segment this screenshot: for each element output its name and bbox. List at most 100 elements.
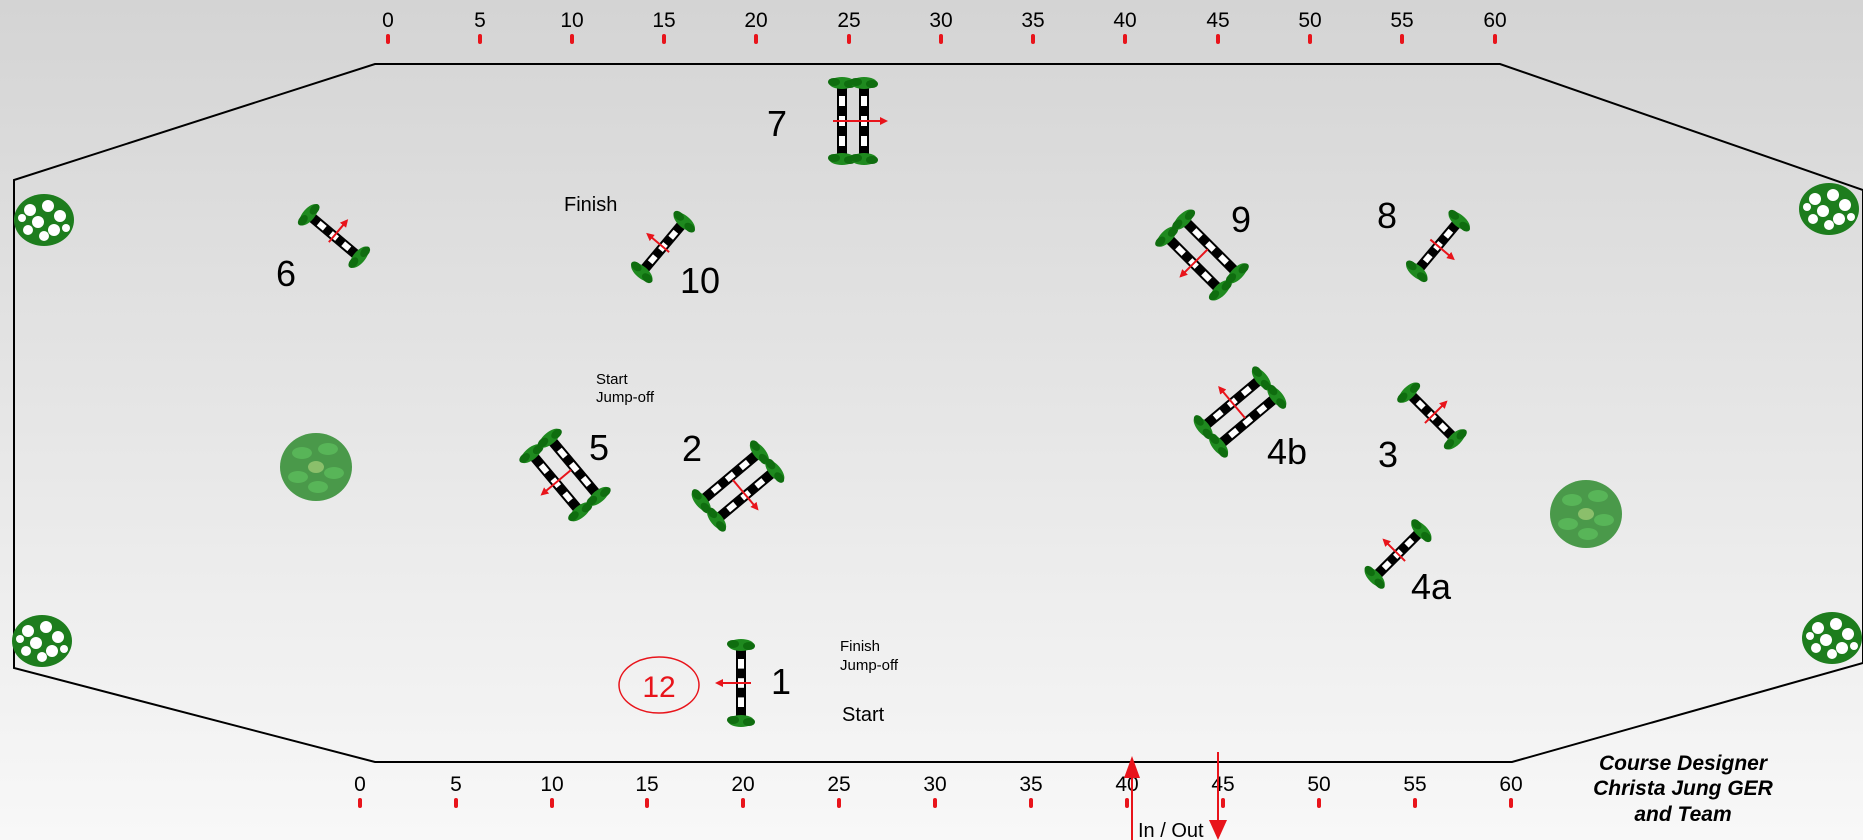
finish-jumpoff-label-line2: Jump-off <box>840 657 899 674</box>
credit-line-3: and Team <box>1634 803 1731 826</box>
jump-number-12: 12 <box>642 671 675 704</box>
in-out-label: In / Out <box>1138 820 1204 840</box>
corner-bush <box>1802 612 1862 664</box>
scale-top-label: 40 <box>1113 9 1136 32</box>
jump-number-2: 2 <box>682 428 702 469</box>
credit-line-2: Christa Jung GER <box>1593 777 1774 800</box>
scale-tick-mark <box>358 798 362 808</box>
scale-bottom-label: 55 <box>1403 773 1426 796</box>
scale-tick-mark <box>1509 798 1513 808</box>
scale-tick-mark <box>1216 34 1220 44</box>
scale-tick-mark <box>837 798 841 808</box>
scale-tick-mark <box>1221 798 1225 808</box>
scale-top-label: 35 <box>1021 9 1044 32</box>
jump-1 <box>715 639 755 727</box>
scale-bottom-label: 60 <box>1499 773 1522 796</box>
jump-6 <box>295 200 373 272</box>
start-label: Start <box>842 704 885 726</box>
scale-tick-mark <box>662 34 666 44</box>
jump-number-8: 8 <box>1377 195 1397 236</box>
jump-8 <box>1402 207 1474 285</box>
scale-top-label: 20 <box>744 9 767 32</box>
scale-tick-mark <box>1031 34 1035 44</box>
scale-top-label: 15 <box>652 9 675 32</box>
start-jumpoff-label-line1: Start <box>596 371 629 388</box>
shrub <box>280 433 352 501</box>
jump-4b <box>1189 363 1291 461</box>
jump-number-9: 9 <box>1231 199 1251 240</box>
jump-number-5: 5 <box>589 427 609 468</box>
scale-tick-mark <box>1308 34 1312 44</box>
scale-top-label: 30 <box>929 9 952 32</box>
scale-bottom-label: 10 <box>540 773 563 796</box>
scale-top-label: 10 <box>560 9 583 32</box>
jump-5 <box>516 424 614 526</box>
scale-top-label: 45 <box>1206 9 1229 32</box>
in-out-gate: In / Out <box>1124 752 1227 840</box>
scale-tick-mark <box>1493 34 1497 44</box>
jump-number-4a: 4a <box>1411 566 1452 607</box>
scale-tick-mark <box>454 798 458 808</box>
shrub <box>1550 480 1622 548</box>
scale-bottom-label: 30 <box>923 773 946 796</box>
scale-tick-mark <box>754 34 758 44</box>
scale-tick-mark <box>478 34 482 44</box>
start-jumpoff-label-line2: Jump-off <box>596 389 655 406</box>
scale-tick-mark <box>570 34 574 44</box>
scale-top-label: 5 <box>474 9 486 32</box>
scale-bottom-label: 0 <box>354 773 366 796</box>
scale-top-label: 55 <box>1390 9 1413 32</box>
corner-bush <box>12 615 72 667</box>
scale-tick-mark <box>1400 34 1404 44</box>
scale-tick-mark <box>386 34 390 44</box>
scale-tick-mark <box>939 34 943 44</box>
scale-tick-mark <box>1029 798 1033 808</box>
scale-tick-mark <box>645 798 649 808</box>
jump-number-1: 1 <box>771 661 791 702</box>
finish-label: Finish <box>564 194 617 216</box>
jump-number-10: 10 <box>680 260 720 301</box>
course-designer-credit: Course Designer Christa Jung GER and Tea… <box>1593 752 1774 826</box>
scale-top: 0 5 10 15 20 25 30 35 40 45 50 55 60 <box>382 9 1507 44</box>
scale-tick-mark <box>1317 798 1321 808</box>
scale-tick-mark <box>1413 798 1417 808</box>
jump-10 <box>627 208 699 286</box>
jump-number-4b: 4b <box>1267 431 1307 472</box>
scale-tick-mark <box>741 798 745 808</box>
scale-top-label: 60 <box>1483 9 1506 32</box>
out-arrow-head <box>1209 820 1227 840</box>
scale-tick-mark <box>1125 798 1129 808</box>
scale-tick-mark <box>1123 34 1127 44</box>
corner-bush <box>14 194 74 246</box>
jump-3 <box>1394 378 1470 454</box>
corner-bush <box>1799 183 1859 235</box>
scale-tick-mark <box>933 798 937 808</box>
jump-2 <box>687 437 789 535</box>
scale-bottom-label: 15 <box>635 773 658 796</box>
credit-line-1: Course Designer <box>1599 752 1769 775</box>
scale-tick-mark <box>847 34 851 44</box>
jump-number-6: 6 <box>276 253 296 294</box>
scale-bottom-label: 25 <box>827 773 850 796</box>
scale-top-label: 50 <box>1298 9 1321 32</box>
jump-12-circle <box>618 656 700 714</box>
jump-number-3: 3 <box>1378 434 1398 475</box>
scale-bottom-label: 5 <box>450 773 462 796</box>
scale-top-label: 25 <box>837 9 860 32</box>
jump-4a <box>1360 516 1436 592</box>
arena-outline <box>13 63 1863 763</box>
jump-9 <box>1152 205 1252 305</box>
finish-jumpoff-label-line1: Finish <box>840 638 880 655</box>
scale-top-label: 0 <box>382 9 394 32</box>
scale-tick-mark <box>550 798 554 808</box>
in-arrow-head <box>1124 756 1140 778</box>
scale-bottom: 0 5 10 15 20 25 30 35 40 45 50 55 60 <box>354 773 1523 808</box>
jump-number-7: 7 <box>767 103 787 144</box>
jump-7 <box>828 77 888 165</box>
scale-bottom-label: 45 <box>1211 773 1234 796</box>
scale-bottom-label: 20 <box>731 773 754 796</box>
scale-bottom-label: 50 <box>1307 773 1330 796</box>
